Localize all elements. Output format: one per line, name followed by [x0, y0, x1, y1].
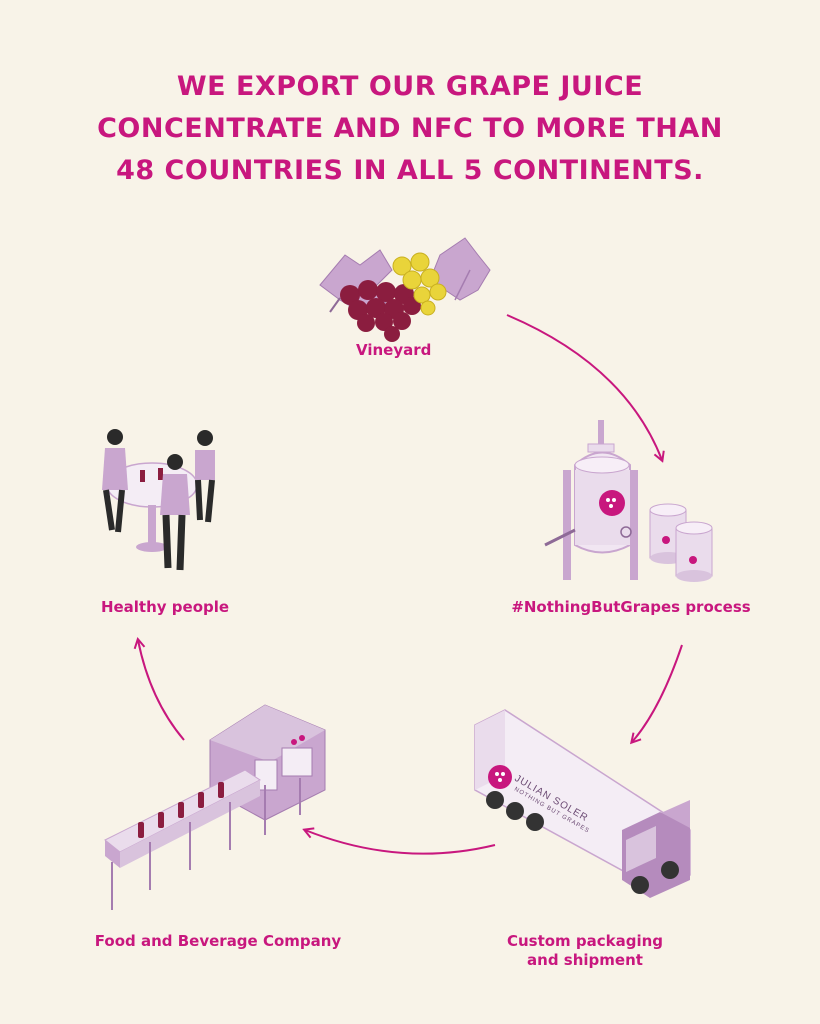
- label-packaging-line-1: Custom packaging: [506, 932, 664, 950]
- grapes-icon: [319, 237, 491, 342]
- label-packaging-line-2: and shipment: [527, 951, 643, 969]
- people-icon: [102, 429, 215, 571]
- truck-icon: JULIAN SOLER NOTHING BUT GRAPES: [474, 709, 691, 898]
- arrow-process-to-packaging: [632, 644, 683, 742]
- headline: WE EXPORT OUR GRAPE JUICE CONCENTRATE AN…: [0, 66, 820, 192]
- label-healthy-people: Healthy people: [100, 598, 230, 616]
- barrel-icon: [675, 521, 713, 582]
- headline-line-2: CONCENTRATE AND NFC TO MORE THAN: [97, 113, 723, 144]
- processing-tank-icon: [544, 420, 713, 582]
- label-food-company: Food and Beverage Company: [94, 932, 342, 950]
- conveyor-icon: [104, 704, 326, 910]
- headline-line-1: WE EXPORT OUR GRAPE JUICE: [176, 71, 644, 102]
- arrow-packaging-to-food-company: [305, 830, 496, 855]
- label-vineyard: Vineyard: [356, 341, 432, 359]
- headline-line-3: 48 COUNTRIES IN ALL 5 CONTINENTS.: [116, 155, 704, 186]
- label-process: #NothingButGrapes process: [511, 598, 751, 616]
- arrow-vineyard-to-process: [506, 314, 662, 460]
- arrow-food-company-to-people: [138, 640, 185, 741]
- label-packaging: Custom packaging and shipment: [490, 932, 680, 970]
